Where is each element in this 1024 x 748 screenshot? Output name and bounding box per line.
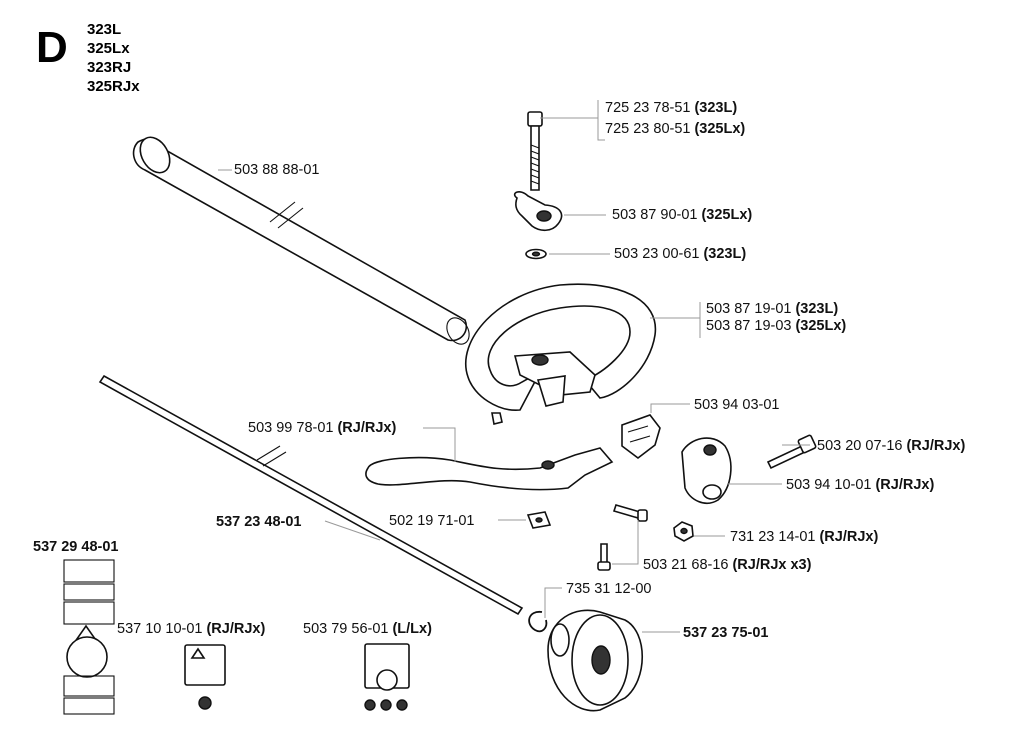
drum xyxy=(547,609,643,712)
model-label: 325Lx xyxy=(87,40,130,57)
label-washer: 503 23 00-61 (323L) xyxy=(614,245,746,262)
label-clamp-screw: 503 20 07-16 (RJ/RJx) xyxy=(817,437,965,454)
nut xyxy=(673,521,694,542)
label-decal-l: 503 79 56-01 (L/Lx) xyxy=(303,620,432,637)
label-handle-323l: 503 87 19-01 (323L) xyxy=(706,300,838,317)
label-bolt-323l: 725 23 78-51 (323L) xyxy=(605,99,737,116)
label-clip: 735 31 12-00 xyxy=(566,581,651,597)
square-nut xyxy=(526,511,552,529)
part-labels: 725 23 78-51 (323L) 725 23 80-51 (325Lx)… xyxy=(33,99,965,641)
label-square-nut: 502 19 71-01 xyxy=(389,513,474,529)
barrier xyxy=(365,447,614,491)
label-barrier: 503 99 78-01 (RJ/RJx) xyxy=(248,419,396,436)
model-label: 325RJx xyxy=(87,78,140,95)
bolt xyxy=(527,111,543,191)
bracket xyxy=(621,414,661,460)
label-wing-knob: 503 87 90-01 (325Lx) xyxy=(612,206,752,223)
label-tube: 503 88 88-01 xyxy=(234,162,319,178)
label-drive-shaft: 537 23 48-01 xyxy=(216,514,301,530)
label-decal-rj: 537 10 10-01 (RJ/RJx) xyxy=(117,620,265,637)
clamp-screw xyxy=(766,434,817,470)
label-bolt-325lx: 725 23 80-51 (325Lx) xyxy=(605,120,745,137)
loop-handle xyxy=(465,283,657,411)
label-handle-325lx: 503 87 19-03 (325Lx) xyxy=(706,317,846,334)
washer xyxy=(525,248,547,260)
model-label: 323RJ xyxy=(87,59,131,76)
clamp xyxy=(681,437,732,504)
decal-l xyxy=(364,643,410,711)
drive-shaft xyxy=(98,374,524,616)
clip xyxy=(528,611,548,633)
section-header: D 323L 325Lx 323RJ 325RJx xyxy=(36,21,140,95)
label-drum: 537 23 75-01 xyxy=(683,625,768,641)
label-nut: 731 23 14-01 (RJ/RJx) xyxy=(730,528,878,545)
label-decal-set: 537 29 48-01 xyxy=(33,539,118,555)
decal-set xyxy=(63,559,115,715)
section-letter: D xyxy=(36,23,68,72)
label-bracket: 503 94 03-01 xyxy=(694,397,779,413)
label-clamp: 503 94 10-01 (RJ/RJx) xyxy=(786,476,934,493)
leader-lines xyxy=(218,100,810,633)
screws xyxy=(491,412,648,571)
model-label: 323L xyxy=(87,21,121,38)
label-screws: 503 21 68-16 (RJ/RJx x3) xyxy=(643,556,812,573)
decal-rj xyxy=(184,644,226,710)
wing-knob xyxy=(513,191,563,232)
shaft-tube xyxy=(132,136,470,345)
